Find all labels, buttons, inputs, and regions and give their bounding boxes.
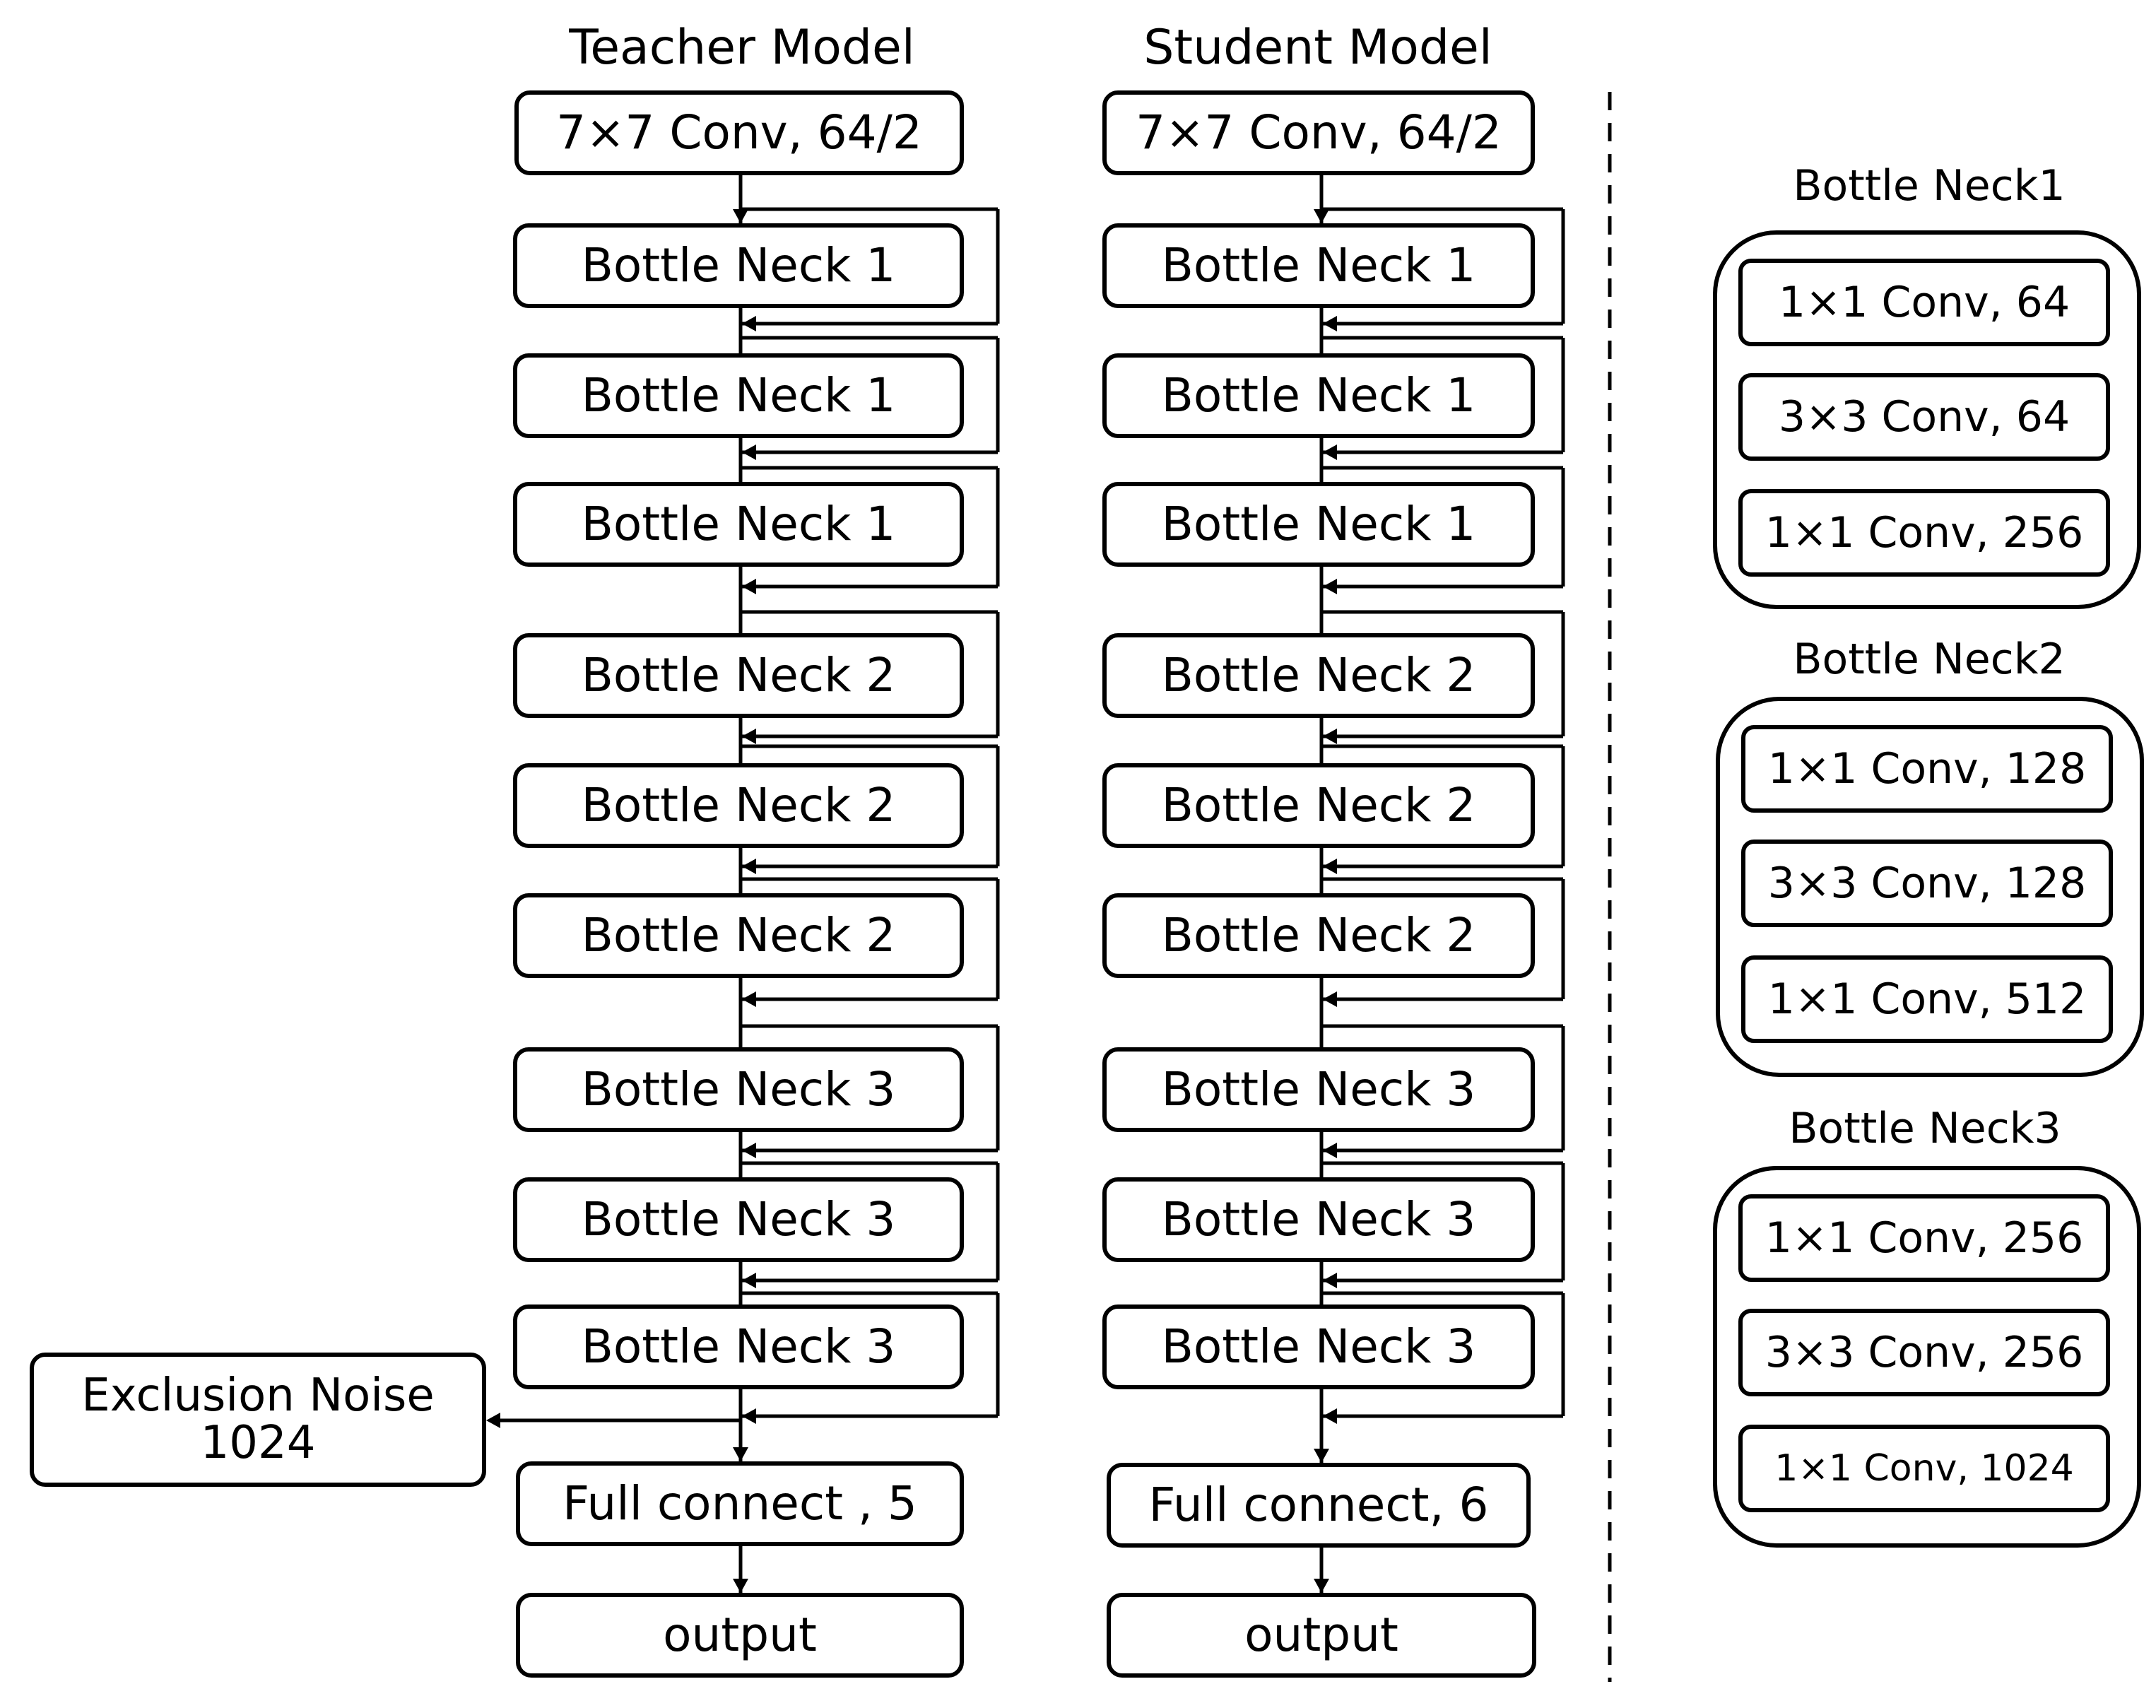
- teacher-bottleneck-1b: Bottle Neck 1: [513, 353, 964, 438]
- teacher-trunk-arrow-0: [733, 209, 748, 223]
- teacher-bottleneck-3a: Bottle Neck 3: [513, 1047, 964, 1132]
- teacher-skip-arrow-5: [742, 991, 756, 1007]
- student-fc-layer: Full connect, 6: [1107, 1463, 1531, 1548]
- teacher-conv-layer: 7×7 Conv, 64/2: [514, 90, 964, 175]
- exclusion-noise-label: Exclusion Noise: [81, 1369, 435, 1422]
- teacher-skip-arrow-7: [742, 1273, 756, 1288]
- student-output-arrow: [1314, 1579, 1329, 1593]
- bottleneck2-conv-b: 3×3 Conv, 128: [1741, 840, 2113, 927]
- student-bottleneck-1b: Bottle Neck 1: [1102, 353, 1535, 438]
- student-bottleneck-1a: Bottle Neck 1: [1102, 223, 1535, 308]
- exclusion-noise-box: Exclusion Noise 1024: [30, 1353, 486, 1487]
- teacher-fc-layer: Full connect , 5: [516, 1461, 964, 1546]
- student-skip-arrow-2: [1323, 579, 1337, 594]
- student-title: Student Model: [1143, 20, 1492, 76]
- student-conv-layer: 7×7 Conv, 64/2: [1102, 90, 1535, 175]
- student-skip-arrow-4: [1323, 859, 1337, 874]
- student-skip-arrow-0: [1323, 316, 1337, 331]
- bottleneck3-conv-b: 3×3 Conv, 256: [1738, 1309, 2110, 1396]
- teacher-bottleneck-1c: Bottle Neck 1: [513, 482, 964, 567]
- student-output: output: [1107, 1593, 1536, 1678]
- teacher-skip-arrow-4: [742, 859, 756, 874]
- noise-branch-arrow: [486, 1413, 500, 1428]
- student-skip-arrow-1: [1323, 444, 1337, 460]
- student-trunk-arrow-0: [1314, 209, 1329, 223]
- student-bottleneck-3c: Bottle Neck 3: [1102, 1304, 1535, 1389]
- teacher-skip-arrow-6: [742, 1143, 756, 1158]
- teacher-output-arrow: [733, 1579, 748, 1593]
- teacher-bottleneck-1a: Bottle Neck 1: [513, 223, 964, 308]
- bottleneck3-conv-a: 1×1 Conv, 256: [1738, 1194, 2110, 1282]
- bottleneck1-conv-c: 1×1 Conv, 256: [1738, 489, 2110, 577]
- bottleneck2-group-title: Bottle Neck2: [1793, 635, 2066, 684]
- student-bottleneck-2c: Bottle Neck 2: [1102, 893, 1535, 978]
- student-bottleneck-3a: Bottle Neck 3: [1102, 1047, 1535, 1132]
- teacher-skip-arrow-2: [742, 579, 756, 594]
- student-bottleneck-2a: Bottle Neck 2: [1102, 633, 1535, 718]
- student-bottleneck-1c: Bottle Neck 1: [1102, 482, 1535, 567]
- exclusion-noise-size: 1024: [200, 1417, 316, 1469]
- student-bottleneck-3b: Bottle Neck 3: [1102, 1177, 1535, 1262]
- student-skip-arrow-8: [1323, 1408, 1337, 1424]
- teacher-bottleneck-2a: Bottle Neck 2: [513, 633, 964, 718]
- bottleneck2-conv-c: 1×1 Conv, 512: [1741, 955, 2113, 1043]
- bottleneck2-conv-a: 1×1 Conv, 128: [1741, 725, 2113, 813]
- teacher-skip-arrow-3: [742, 729, 756, 744]
- bottleneck1-conv-b: 3×3 Conv, 64: [1738, 373, 2110, 461]
- teacher-skip-arrow-0: [742, 316, 756, 331]
- teacher-title: Teacher Model: [569, 20, 915, 76]
- student-skip-arrow-7: [1323, 1273, 1337, 1288]
- student-skip-arrow-3: [1323, 729, 1337, 744]
- teacher-output: output: [516, 1593, 964, 1678]
- teacher-bottleneck-2c: Bottle Neck 2: [513, 893, 964, 978]
- teacher-skip-arrow-1: [742, 444, 756, 460]
- student-skip-arrow-5: [1323, 991, 1337, 1007]
- bottleneck3-conv-c: 1×1 Conv, 1024: [1738, 1425, 2110, 1512]
- bottleneck1-conv-a: 1×1 Conv, 64: [1738, 259, 2110, 346]
- student-fc-arrow: [1314, 1449, 1329, 1463]
- bottleneck3-group-title: Bottle Neck3: [1789, 1104, 2061, 1153]
- student-skip-arrow-6: [1323, 1143, 1337, 1158]
- teacher-bottleneck-3b: Bottle Neck 3: [513, 1177, 964, 1262]
- teacher-skip-arrow-8: [742, 1408, 756, 1424]
- teacher-bottleneck-3c: Bottle Neck 3: [513, 1304, 964, 1389]
- student-bottleneck-2b: Bottle Neck 2: [1102, 763, 1535, 848]
- bottleneck1-group-title: Bottle Neck1: [1793, 161, 2066, 211]
- teacher-fc-arrow: [733, 1447, 748, 1461]
- teacher-bottleneck-2b: Bottle Neck 2: [513, 763, 964, 848]
